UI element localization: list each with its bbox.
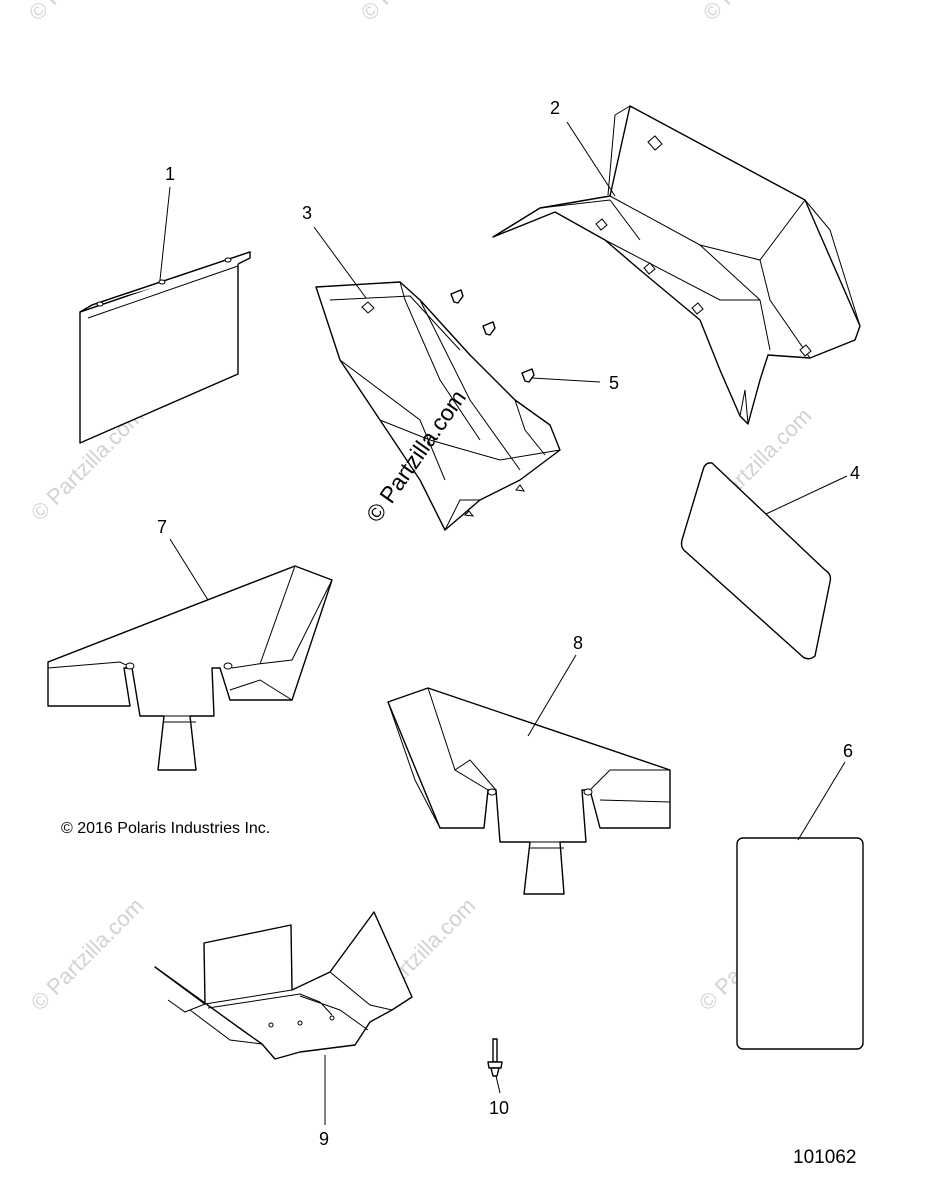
watermark-top-right: © Partzilla.com [698, 0, 821, 26]
part-6-pad [736, 837, 864, 1050]
callout-6: 6 [843, 741, 853, 761]
part-4-pad [680, 462, 832, 660]
copyright-notice: © 2016 Polaris Industries Inc. [61, 820, 270, 837]
callout-4: 4 [850, 463, 860, 483]
callout-1: 1 [165, 164, 175, 184]
callout-5: 5 [609, 373, 619, 393]
callout-2: 2 [550, 98, 560, 118]
watermark-top-center: © Partzilla.com [356, 0, 479, 26]
callout-labels: 1 2 3 4 5 6 7 8 9 10 [157, 98, 860, 1149]
part-9-tray [154, 911, 413, 1060]
watermark-top-left: © Partzilla.com [24, 0, 147, 26]
callout-7: 7 [157, 517, 167, 537]
watermark-low-left: © Partzilla.com [26, 893, 149, 1016]
part-1-flap [79, 251, 251, 444]
callout-10: 10 [489, 1098, 509, 1118]
leader-lines [159, 121, 848, 1125]
callout-9: 9 [319, 1129, 329, 1149]
part-7-panel [47, 565, 333, 771]
part-10-clip [487, 1038, 503, 1077]
callout-3: 3 [302, 203, 312, 223]
part-3-fender [315, 281, 561, 531]
part-8-panel [387, 687, 671, 895]
part-5-rivets [450, 289, 535, 383]
diagram-number: 101062 [793, 1147, 856, 1168]
part-2-fender [492, 105, 861, 425]
callout-8: 8 [573, 633, 583, 653]
